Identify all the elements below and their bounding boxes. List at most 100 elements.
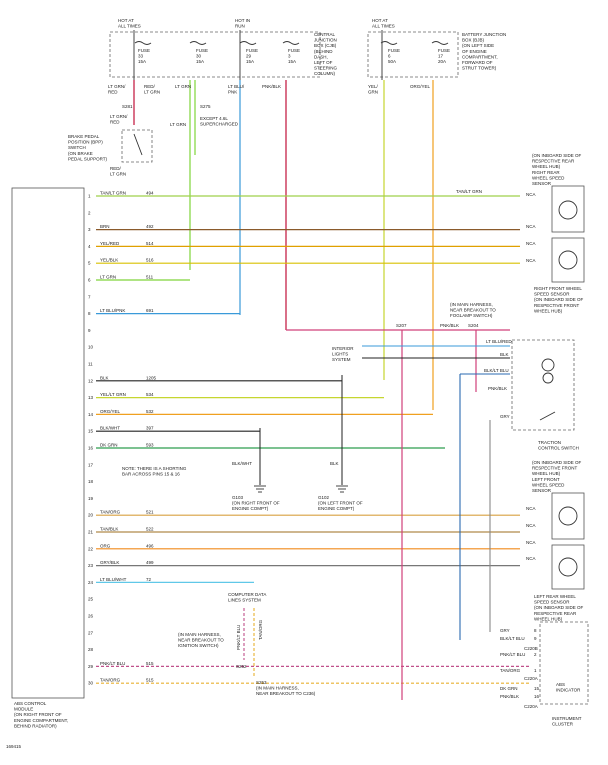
blk-label: BLK (500, 352, 509, 357)
pin-number: 20 (88, 513, 94, 518)
pin-number: 17 (88, 462, 94, 467)
pin-number: 18 (88, 479, 94, 484)
cluster-wire-label: TAN/ORG (500, 668, 521, 673)
circuit-number: 1205 (146, 375, 157, 380)
wire-color-label: DK GRN (100, 443, 118, 448)
cluster-pin-number: 2 (534, 652, 537, 657)
ground-g103-symbol (254, 485, 266, 493)
pin-number: 5 (88, 261, 91, 266)
gry-label: GRY (500, 414, 510, 419)
nca-label: NCA (526, 192, 536, 197)
pin-number: 28 (88, 647, 94, 652)
wire-color-label: YEL/LT GRN (100, 392, 126, 397)
wire-label-lt-grn-red-2: LT GRN/RED (110, 114, 128, 125)
rr-wheel-sensor (551, 185, 585, 233)
pin-number: 21 (88, 530, 94, 535)
nca-label: NCA (526, 540, 536, 545)
wire-color-label: TAN/ORG (100, 678, 121, 683)
pin-number: 24 (88, 580, 94, 585)
tan-lt-grn-right: TAN/LT GRN (456, 189, 482, 194)
figure-id: 169415 (6, 744, 22, 749)
tan-org-vertical: TAN/ORG (258, 619, 263, 640)
pin-number: 1 (88, 194, 91, 199)
ground-g102-symbol (336, 485, 348, 493)
abs-control-module (11, 187, 85, 699)
circuit-number: 494 (146, 191, 154, 196)
pnk-lt-blu-vertical: PNK/LT BLU (236, 625, 241, 650)
nca-label: NCA (526, 556, 536, 561)
cluster-pin-number: 16 (534, 694, 540, 699)
lf-wheel-sensor (551, 492, 585, 540)
splice-s281: S281 (122, 104, 133, 109)
pin-number: 14 (88, 412, 94, 417)
wire-label-yel-grn: YEL/GRN (368, 84, 379, 95)
nca-label: NCA (526, 241, 536, 246)
nca-label: NCA (526, 506, 536, 511)
circuit-number: 397 (146, 426, 154, 431)
c220a-label: C220A (524, 676, 538, 681)
wire-color-label: TAN/LT GRN (100, 191, 126, 196)
cluster-wire-label: GRY (500, 628, 510, 633)
wire-label-lt-grn-red: LT GRN/RED (108, 84, 126, 95)
bpp-switch (121, 129, 153, 163)
pin-number: 2 (88, 210, 91, 215)
cluster-pin-number: 9 (534, 636, 537, 641)
pin-number: 25 (88, 597, 94, 602)
blk-lt-blu-label: BLK/LT BLU (484, 368, 509, 373)
cluster-wire-label: PNK/BLK (500, 694, 519, 699)
pnk-blk-s204: PNK/BLK (440, 323, 459, 328)
circuit-number: 534 (146, 392, 154, 397)
wire-color-label: PNK/LT BLU (100, 661, 125, 666)
wire-color-label: BLK (100, 375, 109, 380)
wire-color-label: LT GRN (100, 275, 116, 280)
cluster-wire-label: DK GRN (500, 686, 518, 691)
pin-number: 15 (88, 429, 94, 434)
circuit-number: 515 (146, 678, 154, 683)
splice-s207: S207 (396, 323, 407, 328)
pin-number: 27 (88, 630, 94, 635)
pin-number: 8 (88, 311, 91, 316)
pin-number: 13 (88, 395, 94, 400)
wire-color-label: BRN (100, 224, 110, 229)
wire-color-label: TAN/BLK (100, 527, 118, 532)
pin-number: 10 (88, 345, 94, 350)
wire-label-lt-blu-pnk: LT BLU/PNK (228, 84, 245, 95)
cluster-pin-number: 15 (534, 686, 540, 691)
pin-number: 22 (88, 546, 94, 551)
wire-color-label: ORG/YEL (100, 409, 121, 414)
c220b-label: C220B (524, 646, 538, 651)
central-junction-box (109, 31, 321, 78)
nca-label: NCA (526, 224, 536, 229)
pin-number: 6 (88, 278, 91, 283)
pin-number: 4 (88, 244, 91, 249)
wire-color-label: ORG (100, 543, 111, 548)
circuit-number: 72 (146, 577, 152, 582)
splice-s275: S275 (200, 104, 211, 109)
traction-control-switch (511, 339, 575, 431)
pin-number: 16 (88, 446, 94, 451)
pin-number: 19 (88, 496, 94, 501)
wire-color-label: LT BLU/WHT (100, 577, 127, 582)
